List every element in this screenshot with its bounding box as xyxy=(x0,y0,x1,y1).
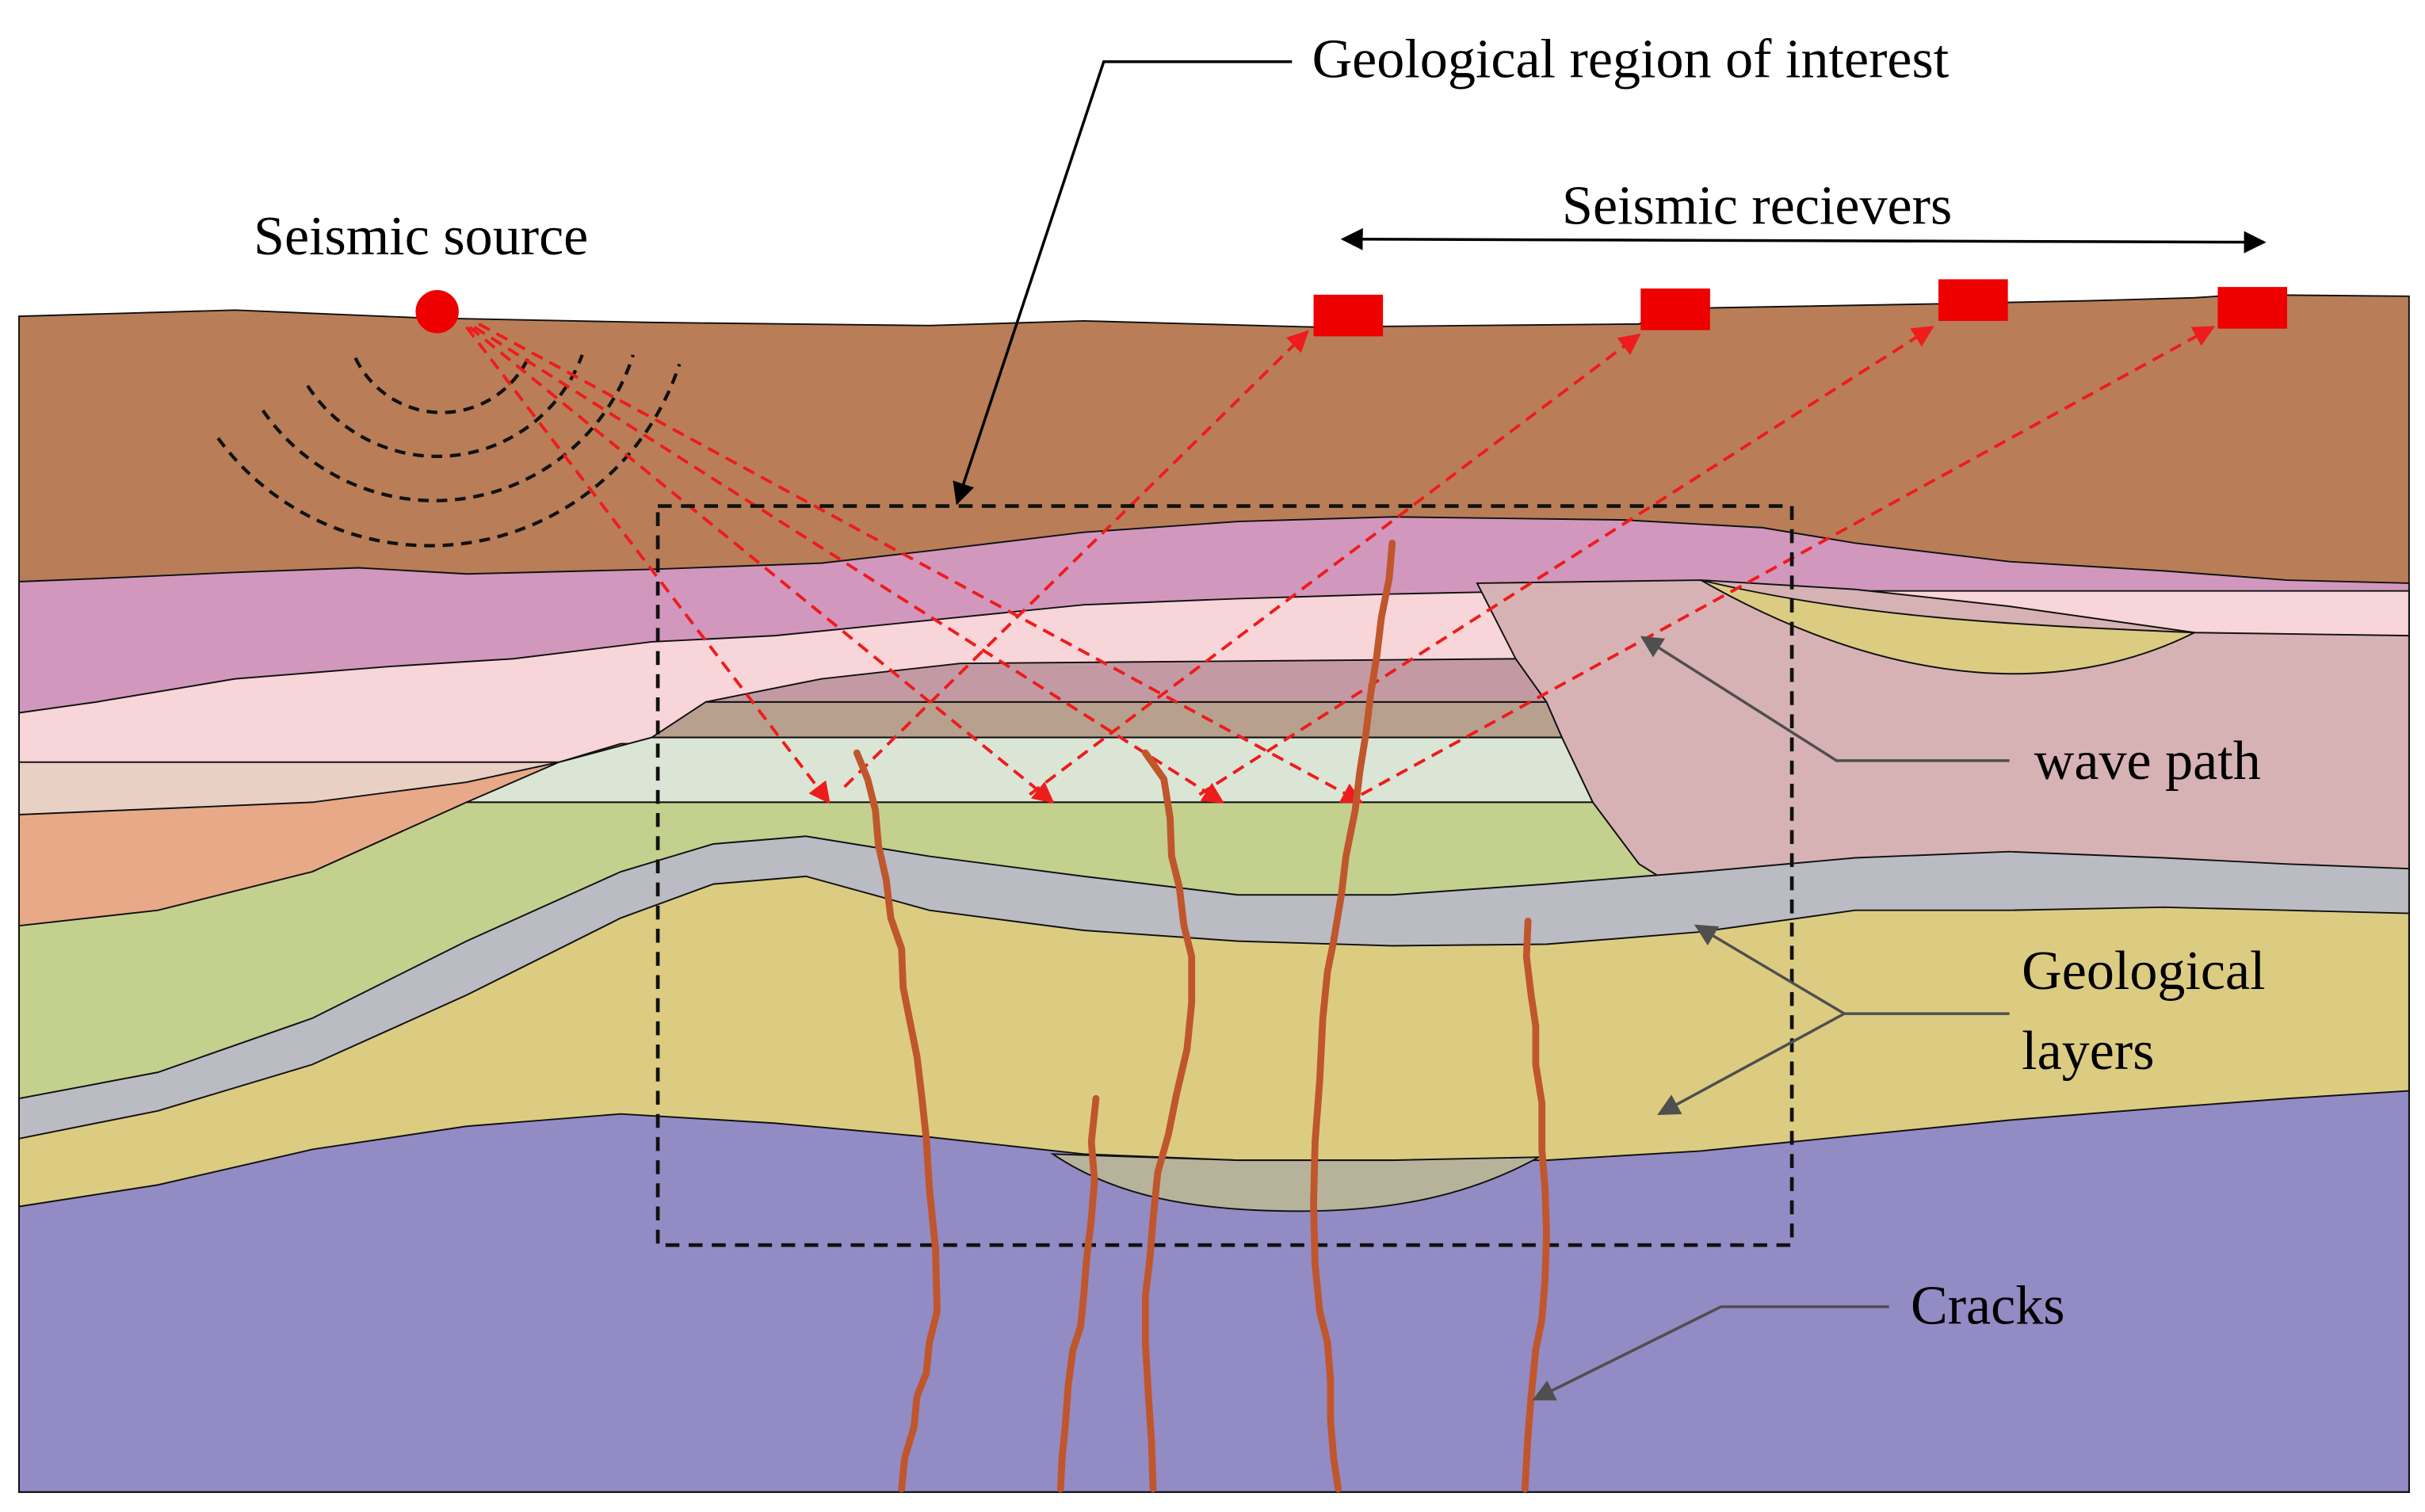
wave-path-leader xyxy=(1640,636,2010,762)
region-of-interest-box xyxy=(655,504,1794,1247)
seismic-receivers-label: Seismic recievers xyxy=(1562,175,1952,236)
receiver-4 xyxy=(2217,287,2288,329)
region-of-interest-label: Geological region of interest xyxy=(1312,29,1950,90)
wave-paths xyxy=(465,323,2215,804)
ray-up-1 xyxy=(843,330,1309,788)
crack-1 xyxy=(853,749,941,1493)
wavefronts xyxy=(216,354,682,548)
ray-up-3 xyxy=(1198,326,1934,796)
ray-up-2 xyxy=(1029,333,1641,796)
crack-3 xyxy=(1141,749,1196,1493)
geological-layers-label-line2: layers xyxy=(2022,1021,2154,1082)
receivers-span-arrow xyxy=(1340,227,2267,254)
cracks-label: Cracks xyxy=(1911,1275,2065,1336)
pale-green-layer xyxy=(466,736,1594,804)
wavefront-3 xyxy=(261,354,635,502)
seismic-source-label: Seismic source xyxy=(254,206,588,267)
crack-2 xyxy=(1056,1094,1100,1493)
ray-down-3 xyxy=(473,326,1224,804)
crack-4 xyxy=(1310,539,1396,1493)
seismic-receivers xyxy=(1313,279,2288,337)
receiver-3 xyxy=(1938,279,2008,321)
seismic-source-dot xyxy=(415,290,459,334)
tan-layer xyxy=(649,701,1564,739)
fault-sand-lens xyxy=(1700,579,2195,675)
ray-down-2 xyxy=(468,326,1055,804)
receiver-2 xyxy=(1640,288,1710,330)
receiver-1 xyxy=(1313,294,1384,337)
wavefront-2 xyxy=(306,354,584,459)
pale-wedge-layer xyxy=(18,761,559,815)
cracks xyxy=(853,539,1550,1493)
ray-up-4 xyxy=(1360,326,2215,796)
wavefront-4 xyxy=(216,363,682,548)
basal-lens xyxy=(1050,1153,1540,1212)
cracks-leader xyxy=(1532,1305,1889,1401)
layers-leader-lower xyxy=(1657,1012,1846,1116)
wave-path-label: wave path xyxy=(2034,731,2261,792)
ray-down-4 xyxy=(478,323,1364,804)
geological-layers xyxy=(18,293,2410,1493)
geological-layers-label-line1: Geological xyxy=(2022,941,2265,1002)
region-leader xyxy=(953,60,1293,506)
